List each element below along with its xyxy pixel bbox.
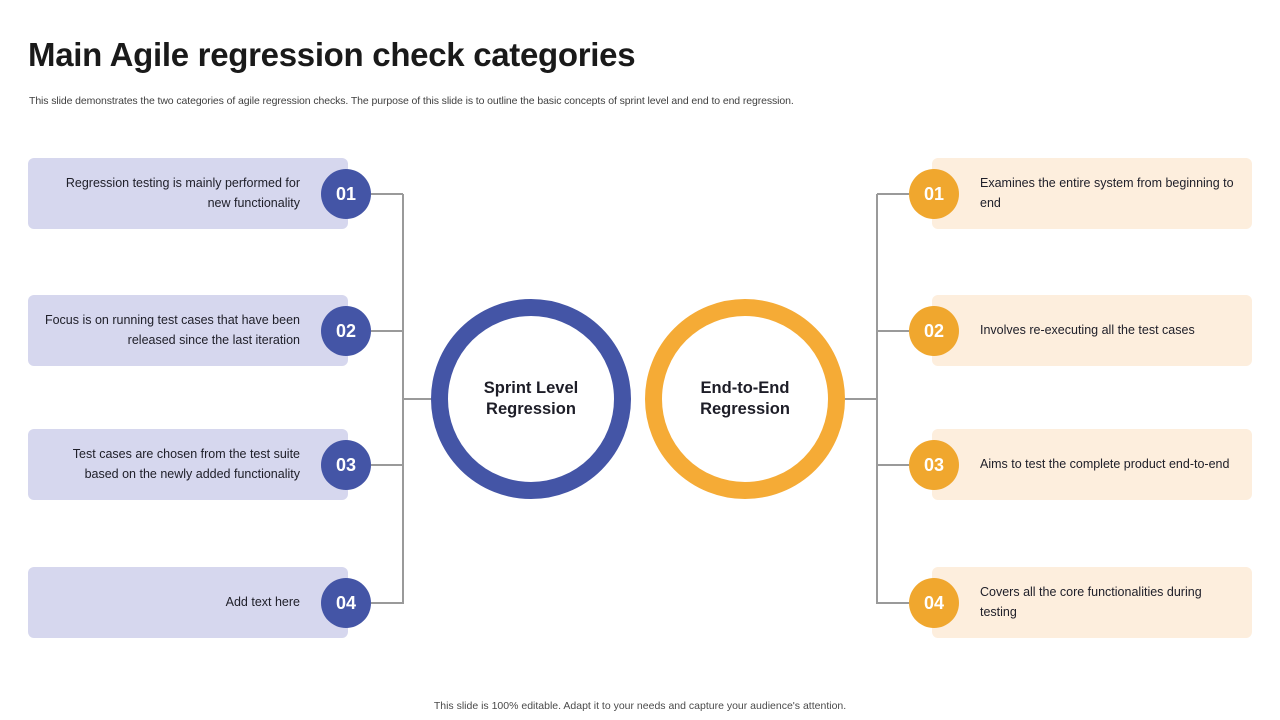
right-connector-stem: [840, 398, 877, 400]
right-badge-1-label: 01: [923, 183, 945, 204]
right-card-3[interactable]: Aims to test the complete product end-to…: [932, 429, 1252, 500]
right-badge-1[interactable]: 01: [909, 169, 959, 219]
page-subtitle: This slide demonstrates the two categori…: [29, 95, 794, 107]
left-card-3[interactable]: Test cases are chosen from the test suit…: [28, 429, 348, 500]
left-card-4[interactable]: Add text here: [28, 567, 348, 638]
end-to-end-regression-circle[interactable]: End-to-End Regression: [645, 299, 845, 499]
right-card-2[interactable]: Involves re-executing all the test cases: [932, 295, 1252, 366]
left-connector-branch-3: [371, 464, 403, 466]
left-badge-1-label: 01: [335, 183, 357, 204]
right-connector-branch-2: [877, 330, 909, 332]
right-card-4-text: Covers all the core functionalities duri…: [980, 585, 1202, 619]
right-card-1-text: Examines the entire system from beginnin…: [980, 176, 1234, 210]
right-badge-4[interactable]: 04: [909, 578, 959, 628]
left-card-3-text: Test cases are chosen from the test suit…: [72, 447, 300, 481]
right-badge-2[interactable]: 02: [909, 306, 959, 356]
left-badge-3[interactable]: 03: [321, 440, 371, 490]
left-badge-2-label: 02: [335, 320, 357, 341]
left-badge-4[interactable]: 04: [321, 578, 371, 628]
right-card-4[interactable]: Covers all the core functionalities duri…: [932, 567, 1252, 638]
left-card-2[interactable]: Focus is on running test cases that have…: [28, 295, 348, 366]
sprint-level-regression-line1: Sprint Level: [483, 379, 579, 398]
left-card-1-text: Regression testing is mainly performed f…: [65, 176, 300, 210]
end-to-end-regression-line2: Regression: [700, 400, 790, 418]
right-connector-branch-3: [877, 464, 909, 466]
footer-note: This slide is 100% editable. Adapt it to…: [433, 700, 847, 712]
right-card-3-text: Aims to test the complete product end-to…: [980, 456, 1230, 471]
right-badge-2-label: 02: [923, 320, 945, 341]
left-badge-3-label: 03: [335, 454, 357, 475]
sprint-level-regression-circle[interactable]: Sprint Level Regression: [431, 299, 631, 499]
right-connector-vertical: [876, 194, 878, 604]
end-to-end-regression-line1: End-to-End: [700, 379, 790, 398]
left-connector-branch-1: [371, 193, 403, 195]
right-badge-3[interactable]: 03: [909, 440, 959, 490]
right-card-1[interactable]: Examines the entire system from beginnin…: [932, 158, 1252, 229]
right-badge-4-label: 04: [923, 592, 945, 613]
right-connector-branch-1: [877, 193, 909, 195]
left-connector-branch-4: [371, 602, 403, 604]
page-title: Main Agile regression check categories: [28, 36, 636, 73]
sprint-level-regression-line2: Regression: [486, 400, 576, 418]
left-card-4-text: Add text here: [225, 594, 300, 609]
left-card-2-text: Focus is on running test cases that have…: [44, 313, 300, 347]
left-connector-stem: [402, 398, 438, 400]
left-connector-branch-2: [371, 330, 403, 332]
left-badge-1[interactable]: 01: [321, 169, 371, 219]
right-card-2-text: Involves re-executing all the test cases: [980, 322, 1195, 337]
left-badge-4-label: 04: [335, 592, 357, 613]
right-connector-branch-4: [877, 602, 909, 604]
left-badge-2[interactable]: 02: [321, 306, 371, 356]
left-card-1[interactable]: Regression testing is mainly performed f…: [28, 158, 348, 229]
right-badge-3-label: 03: [923, 454, 945, 475]
